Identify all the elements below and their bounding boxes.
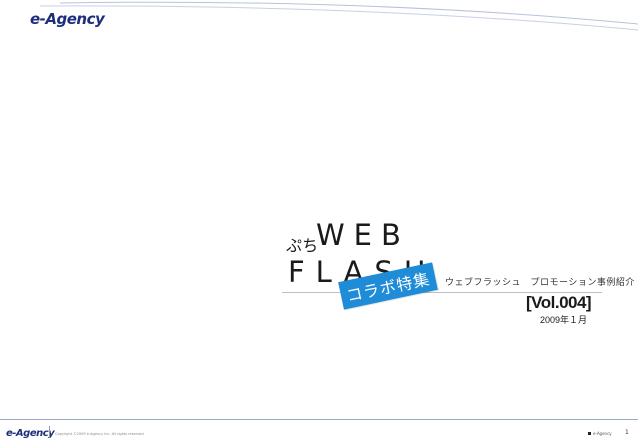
brand-logo[interactable]: e-Agency: [30, 10, 105, 28]
copyright-text: Copyright ©2009 e-Agency Inc. All rights…: [55, 432, 145, 436]
title-line-1: WEB: [316, 218, 410, 252]
header-swoosh: [39, 1, 638, 31]
footer-separator: [49, 426, 50, 438]
footer-divider: [0, 419, 638, 420]
subtitle: ウェブフラッシュ プロモーション事例紹介: [445, 278, 635, 288]
title-prefix: ぷち: [286, 236, 319, 255]
footer-logo[interactable]: e-Agency: [6, 428, 55, 439]
footer-badge-label: e-Agency: [593, 431, 612, 436]
footer-badge: e-Agency: [588, 431, 612, 436]
square-icon: [588, 432, 591, 435]
volume-label: [Vol.004]: [526, 293, 592, 312]
issue-date: 2009年１月: [540, 315, 588, 325]
title-divider: [282, 292, 602, 293]
page-number: 1: [625, 429, 629, 436]
